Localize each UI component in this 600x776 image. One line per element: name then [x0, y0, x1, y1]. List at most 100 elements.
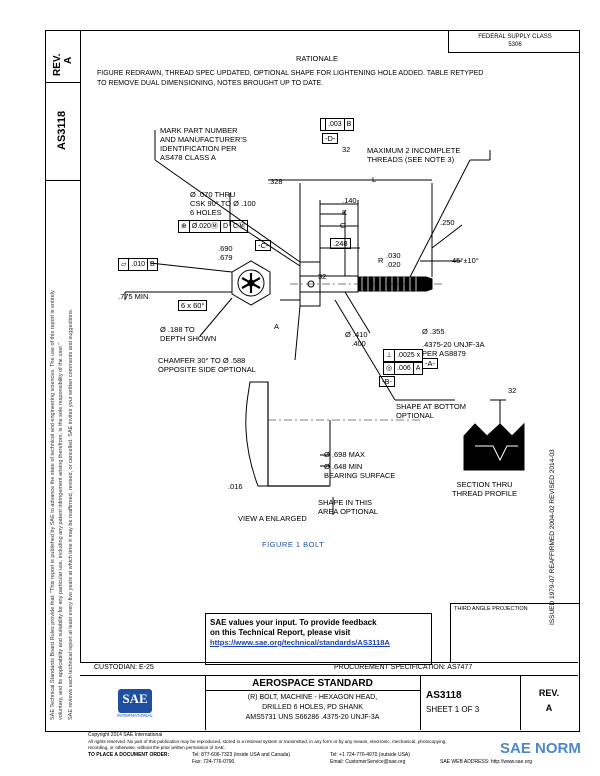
- dim-dia-410: Ø .410 .400: [345, 330, 368, 348]
- rev-box-divider: [45, 82, 80, 83]
- rationale-text-2: TO REMOVE DUAL DIMENSIONING, NOTES BROUG…: [97, 80, 324, 87]
- title-block-row: [80, 675, 578, 676]
- custodian: CUSTODIAN: E-25: [94, 664, 154, 671]
- tb-divider-1: [205, 675, 206, 730]
- sae-logo-sub: INTERNATIONAL: [117, 713, 153, 718]
- finish-32-top: 32: [342, 145, 351, 154]
- fcf-0025-tol: .0025 x: [397, 352, 421, 359]
- footer-email: Email: CustomerService@sae.org: [330, 759, 406, 765]
- projection-box: [450, 603, 579, 663]
- footer-rights-2: recording, or otherwise, without the pri…: [88, 745, 226, 750]
- dim-679: .679: [218, 253, 233, 262]
- dim-355: Ø .355: [422, 327, 445, 336]
- thread-spec: .4375-20 UNJF-3A PER AS8879: [422, 340, 485, 358]
- fcf-006-datum: A: [415, 365, 421, 372]
- footer-fax: Fax: 724-776-0790: [192, 759, 235, 765]
- datum-a: -A-: [422, 358, 438, 369]
- fcf-holes-sym: ⊕: [179, 221, 190, 232]
- footer-order: TO PLACE A DOCUMENT ORDER:: [88, 752, 170, 758]
- label-A: A: [274, 322, 280, 331]
- fcf-006-sym: ◎: [384, 363, 396, 374]
- tb-sheet: SHEET 1 OF 3: [426, 705, 480, 714]
- finish-32-mid: 32: [318, 272, 327, 281]
- sae-norm-watermark: SAE NORM: [500, 740, 581, 757]
- dim-030: .030: [386, 251, 401, 260]
- fcf-top: .003 B: [320, 118, 355, 131]
- drawing-frame: [45, 30, 580, 732]
- datum-b: -B-: [379, 376, 395, 387]
- dim-250: .250: [440, 218, 455, 227]
- dim-6x60: 6 x 60°: [178, 300, 208, 311]
- dim-775: .775 MIN: [118, 292, 149, 301]
- desc-line-2: DRILLED 6 HOLES, PD SHANK: [262, 704, 363, 711]
- std-title: AEROSPACE STANDARD: [252, 678, 373, 689]
- dim-188: Ø .188 TO DEPTH SHOWN: [160, 325, 217, 343]
- desc-line-3: AMS5731 UNS S66286 .4375-20 UNJF-3A: [245, 714, 380, 721]
- footer-copyright: Copyright 2014 SAE International: [88, 732, 163, 738]
- datum-d: -D-: [322, 133, 339, 144]
- footer-tel: Tel: 877-606-7323 (inside USA and Canada…: [192, 752, 291, 758]
- finish-32-right: 32: [508, 386, 517, 395]
- bolt-drawing: [124, 130, 525, 515]
- sae-logo-text: SAE: [122, 691, 148, 706]
- docid-box-divider: [45, 180, 80, 181]
- dim-648: Ø .648 MIN BEARING SURFACE: [324, 462, 396, 480]
- procurement-spec: PROCUREMENT SPECIFICATION: AS7477: [334, 664, 473, 671]
- tb-doc-id: AS3118: [426, 690, 462, 701]
- fcf-holes-c: CⓂ: [233, 223, 246, 230]
- fcf-left-sym: ▱: [119, 259, 130, 270]
- projection-label: THIRD ANGLE PROJECTION: [454, 606, 528, 612]
- tb-divider-2: [420, 675, 421, 730]
- dim-328: .328: [268, 177, 283, 186]
- fcf-left-tol: .010: [129, 259, 149, 270]
- fed-class-box: [448, 30, 579, 53]
- rationale-text-1: FIGURE REDRAWN, THREAD SPEC UPDATED, OPT…: [97, 70, 484, 77]
- dim-016: .016: [228, 482, 243, 491]
- title-block-top: [80, 662, 578, 663]
- chamfer-note: CHAMFER 30° TO Ø .588 OPPOSITE SIDE OPTI…: [158, 356, 256, 374]
- tb-rev-label: REV.: [538, 688, 560, 698]
- dim-L: L: [372, 175, 377, 184]
- fcf-holes: ⊕ Ø.020Ⓜ D CⓂ: [178, 220, 249, 233]
- dim-K: K: [342, 208, 348, 217]
- fcf-0025: ⊥ .0025 x: [383, 349, 424, 362]
- fed-class-text: FEDERAL SUPPLY CLASS 5306: [478, 34, 552, 48]
- footer-web: SAE WEB ADDRESS: http://www.sae.org: [440, 759, 532, 765]
- fcf-left-datum: B: [150, 261, 155, 268]
- footer-tel-2: Tel: +1 724-776-4970 (outside USA): [330, 752, 410, 758]
- left-column-divider: [80, 30, 81, 662]
- dim-G: G: [340, 221, 346, 230]
- fcf-holes-tol: Ø.020Ⓜ: [190, 221, 221, 232]
- section-thru-note: SECTION THRU THREAD PROFILE: [452, 480, 518, 498]
- fcf-top-datum: B: [346, 121, 352, 128]
- head-hole-circle: [237, 269, 265, 297]
- hole-note: Ø .070 THRU CSK 90° TO Ø .100 6 HOLES: [190, 190, 256, 217]
- dim-698: Ø .698 MAX: [324, 450, 365, 459]
- footer-rights: All rights reserved. No part of this pub…: [88, 739, 447, 744]
- dim-020: .020: [386, 260, 401, 269]
- feedback-line-1: SAE values your input. To provide feedba…: [210, 618, 377, 627]
- shape-bottom-note: SHAPE AT BOTTOM OPTIONAL: [396, 402, 467, 420]
- dim-45: 45°±10°: [452, 256, 479, 265]
- sae-logo: SAE: [118, 689, 152, 713]
- figure-title: FIGURE 1 BOLT: [262, 540, 325, 549]
- view-a-title: VIEW A ENLARGED: [238, 514, 307, 523]
- feedback-line-2: on this Technical Report, please visit: [210, 628, 351, 637]
- mark-note: MARK PART NUMBER AND MANUFACTURER'S IDEN…: [160, 126, 247, 162]
- fcf-0025-sym: ⊥: [384, 350, 396, 361]
- fcf-006: ◎ .006 A: [383, 362, 424, 375]
- tb-title-underline: [205, 690, 420, 691]
- tb-divider-3: [520, 675, 521, 730]
- feedback-link[interactable]: https://www.sae.org/technical/standards/…: [210, 638, 390, 647]
- shape-area-note: SHAPE IN THIS AREA OPTIONAL: [318, 498, 379, 516]
- dim-248: .248: [330, 238, 351, 249]
- dim-140: .140: [342, 196, 357, 205]
- max-threads-note: MAXIMUM 2 INCOMPLETE THREADS (SEE NOTE 3…: [367, 146, 461, 164]
- dim-690: .690: [218, 244, 233, 253]
- fcf-top-sym: [321, 119, 326, 130]
- fcf-006-tol: .006: [395, 363, 414, 374]
- view-a-outline: [245, 381, 269, 487]
- desc-line-1: (R) BOLT, MACHINE - HEXAGON HEAD,: [247, 694, 378, 701]
- feedback-callout: SAE values your input. To provide feedba…: [205, 613, 432, 665]
- datum-c: -C-: [255, 240, 272, 251]
